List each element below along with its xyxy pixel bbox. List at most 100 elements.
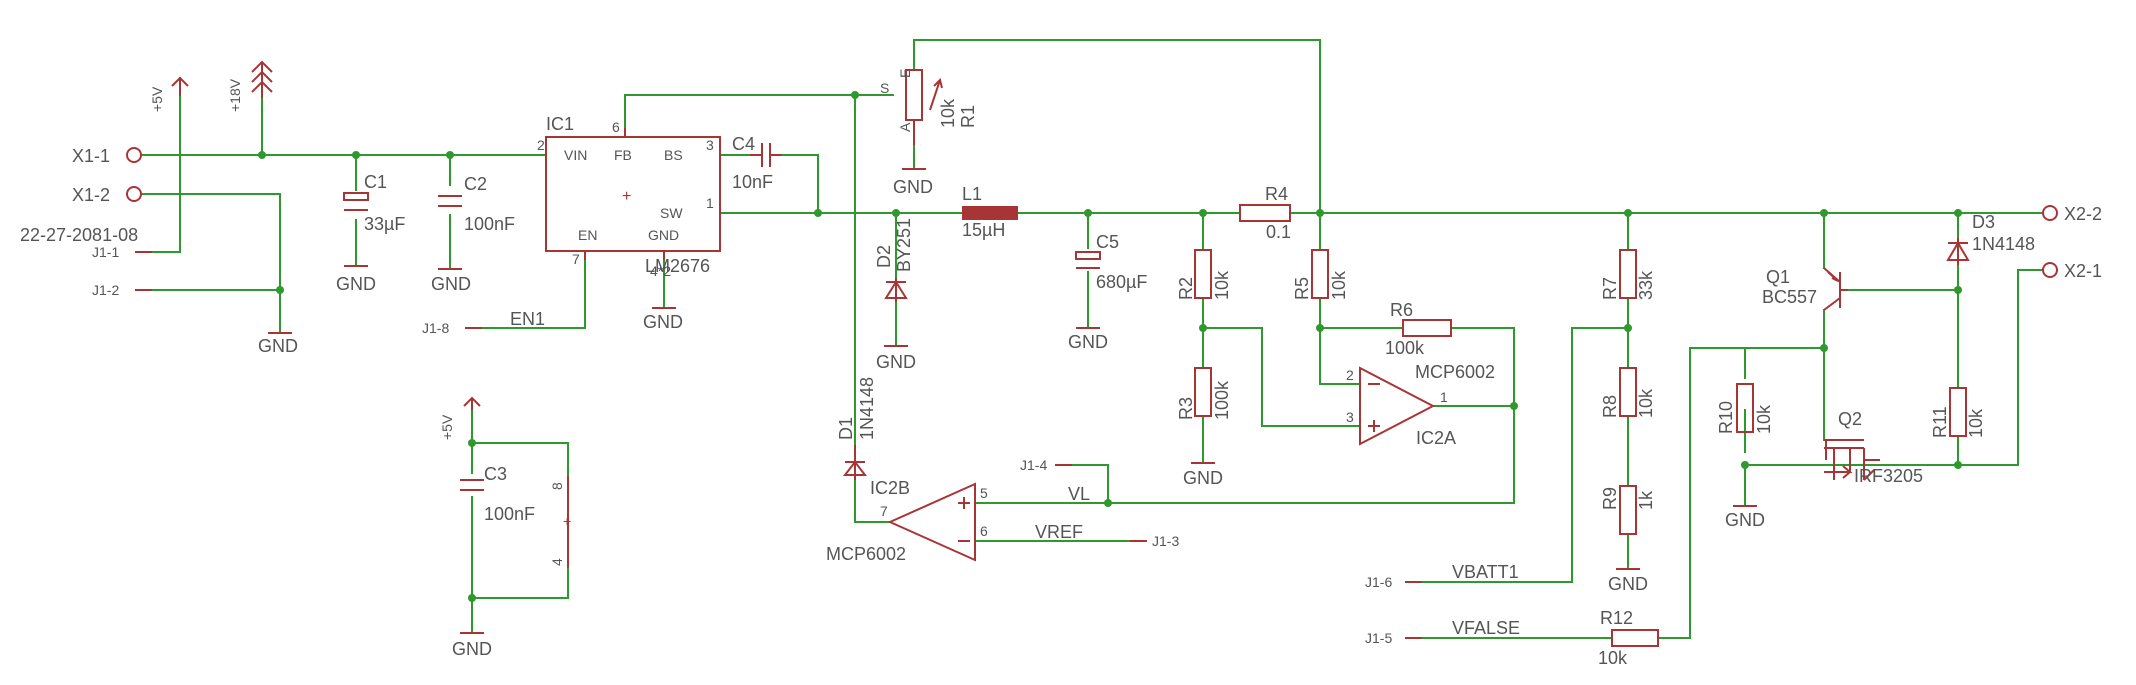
gnd-c5-label: GND: [1068, 332, 1108, 352]
ic2a-name: IC2A: [1416, 428, 1456, 448]
r12-name: R12: [1600, 608, 1633, 628]
c4-symbol: [750, 143, 782, 167]
gnd-c2-label: GND: [431, 274, 471, 294]
c2-symbol: [438, 195, 462, 207]
ic1-pin3: 3: [706, 137, 714, 153]
ic2b-pin7: 7: [880, 503, 888, 519]
q2-symbol: [1824, 439, 1880, 481]
ic2a-pin1: 1: [1440, 389, 1448, 405]
r1-value: 10k: [938, 98, 958, 128]
x2-1-label: X2-1: [2064, 261, 2102, 281]
net-vbatt1-label: VBATT1: [1452, 562, 1519, 582]
j1-8-label: J1-8: [422, 320, 449, 336]
r3-value: 100k: [1212, 380, 1232, 420]
ic1-part: LM2676: [645, 256, 710, 276]
ic1-pin4: 4*2: [650, 263, 671, 279]
supply-plus18v-arrow-icon: [251, 60, 273, 98]
r6-name: R6: [1390, 300, 1413, 320]
r10-value: 10k: [1754, 404, 1774, 434]
r1-e-label: E: [897, 69, 913, 78]
r4-name: R4: [1265, 184, 1288, 204]
gnd-r9-label: GND: [1608, 574, 1648, 594]
c3-symbol: [460, 479, 484, 491]
x1-part-label: 22-27-2081-08: [20, 225, 138, 245]
r2-name: R2: [1176, 277, 1196, 300]
r7-name: R7: [1600, 277, 1620, 300]
ic2b-pin6: 6: [980, 523, 988, 539]
j1-4-label: J1-4: [1020, 457, 1047, 473]
r2-value: 10k: [1212, 270, 1232, 300]
q2-value: IRF3205: [1854, 466, 1923, 486]
j1-2-label: J1-2: [92, 282, 119, 298]
d3-name: D3: [1972, 212, 1995, 232]
d1-name: D1: [836, 417, 856, 440]
d1-value: 1N4148: [857, 377, 877, 440]
j1-1-label: J1-1: [92, 244, 119, 260]
r10-name: R10: [1716, 401, 1736, 434]
ic2b-part: MCP6002: [826, 544, 906, 564]
gnd-d2-label: GND: [876, 352, 916, 372]
gnd-r1-label: GND: [893, 177, 933, 197]
ic2a-pin2: 2: [1346, 367, 1354, 383]
net-vl-label: VL: [1068, 484, 1090, 504]
svg-text:+: +: [622, 188, 631, 205]
ic2a-symbol: [1359, 366, 1436, 446]
ic1-fb-label: FB: [614, 147, 632, 163]
ic2b-symbol: [887, 482, 976, 562]
j1-6-label: J1-6: [1365, 574, 1392, 590]
r6-value: 100k: [1385, 338, 1425, 358]
ic2a-part: MCP6002: [1415, 362, 1495, 382]
r11-value: 10k: [1966, 408, 1986, 438]
q1-name: Q1: [1766, 267, 1790, 287]
r8-name: R8: [1600, 395, 1620, 418]
c1-name: C1: [364, 172, 387, 192]
l1-name: L1: [962, 184, 982, 204]
supply-plus5v-b-arrow-icon: [463, 396, 481, 410]
r1-name: R1: [958, 105, 978, 128]
c3-name: C3: [484, 464, 507, 484]
ic1-name: IC1: [546, 114, 574, 134]
r9-value: 1k: [1636, 490, 1656, 510]
ic2b-pin5: 5: [980, 485, 988, 501]
d3-value: 1N4148: [1972, 234, 2035, 254]
supply-plus5v-arrow-icon: [171, 76, 189, 96]
ic1-bs-label: BS: [664, 147, 683, 163]
r9-name: R9: [1600, 487, 1620, 510]
ic2-pin4: 4: [549, 558, 565, 566]
r11-name: R11: [1930, 406, 1950, 438]
c5-value: 680µF: [1096, 272, 1147, 292]
j1-3-label: J1-3: [1152, 533, 1179, 549]
d3-symbol: [1946, 238, 1970, 265]
supply-plus5v-label: +5V: [149, 86, 165, 112]
c3-value: 100nF: [484, 504, 535, 524]
c1-value: 33µF: [364, 214, 405, 234]
c5-symbol: [1075, 251, 1101, 269]
j1-5-label: J1-5: [1365, 630, 1392, 646]
r3-name: R3: [1176, 397, 1196, 420]
net-en1-label: EN1: [510, 309, 545, 329]
c4-value: 10nF: [732, 172, 773, 192]
gnd-c1-label: GND: [336, 274, 376, 294]
d2-name: D2: [874, 245, 894, 268]
l1-symbol: [962, 206, 1018, 220]
ic1-pin6: 6: [612, 119, 620, 135]
ground-icons: [268, 168, 1757, 634]
gnd-r3-label: GND: [1183, 468, 1223, 488]
r5-value: 10k: [1329, 270, 1349, 300]
supply-plus5v-b-label: +5V: [439, 414, 455, 440]
resistor-bodies: [905, 69, 1967, 647]
r12-value: 10k: [1598, 648, 1628, 668]
d2-value: BY251: [894, 218, 914, 272]
supply-plus18v-label: +18V: [227, 78, 243, 112]
ic2b-name: IC2B: [870, 478, 910, 498]
c4-name: C4: [732, 134, 755, 154]
q2-name: Q2: [1838, 409, 1862, 429]
gnd-c3-label: GND: [452, 639, 492, 659]
d2-symbol: [884, 278, 908, 302]
c1-symbol: [343, 192, 369, 211]
c2-value: 100nF: [464, 214, 515, 234]
ic2-power-symbol: +: [563, 476, 571, 568]
d1-symbol: [842, 445, 868, 480]
connector-pads: [126, 147, 2058, 278]
r5-name: R5: [1292, 277, 1312, 300]
